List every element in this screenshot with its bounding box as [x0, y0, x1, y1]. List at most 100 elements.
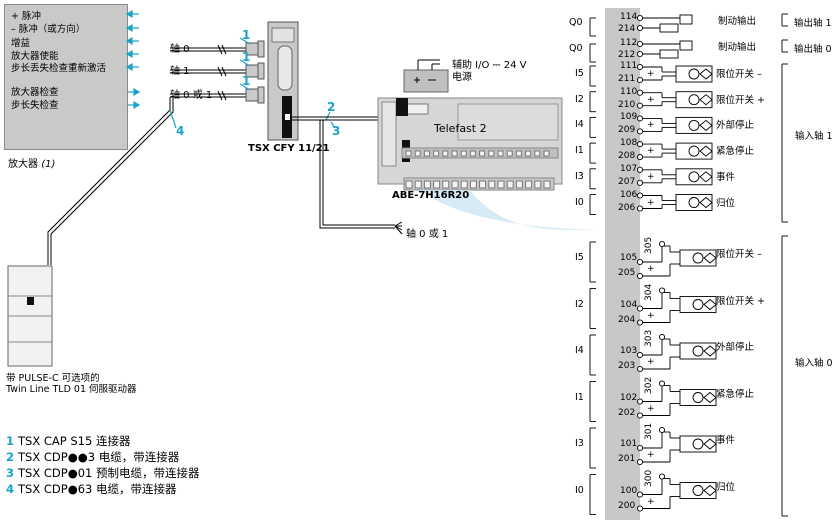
servo-drive: [7, 265, 53, 367]
terminal-107: 107: [620, 163, 638, 174]
amp-signal-pulse-plus: + 脉冲: [11, 11, 41, 22]
terminal-111: 111: [620, 61, 638, 71]
terminal-204: 204: [618, 314, 636, 325]
output-label-0: 制动输出: [718, 16, 757, 27]
input-a0-label-4: 事件: [716, 435, 736, 446]
terminal-208: 208: [618, 151, 636, 162]
output-group-0: 输出轴 1: [794, 18, 832, 29]
amp-signal-reactivate: 步长丢失检查重新激活: [11, 63, 107, 74]
terminal-104: 104: [620, 299, 638, 310]
terminal-105: 105: [620, 253, 638, 263]
amp-signal-pulse-minus: – 脉冲（或方向）: [11, 24, 86, 35]
input-a0-i-3: I1: [575, 391, 584, 403]
callout-3: 3: [332, 124, 341, 138]
input-a0-label-2: 外部停止: [716, 342, 755, 353]
plus-a1-1: +: [647, 94, 655, 105]
callout-1c: 1: [242, 74, 251, 88]
axis1-label: 轴 1: [170, 66, 190, 77]
terminal-214: 214: [618, 24, 636, 34]
connectors: [245, 40, 265, 104]
legend-text-3: TSX CDP●01 预制电缆，带连接器: [18, 466, 200, 480]
input-a0-i-5: I0: [575, 484, 584, 496]
telefast-label: ABE-7H16R20: [392, 190, 470, 201]
callout-4: 4: [176, 124, 185, 138]
terminal-108: 108: [620, 138, 638, 149]
cable-end-label: 轴 0 或 1: [406, 229, 449, 240]
terminal-209: 209: [618, 125, 636, 136]
input-a1-i-3: I1: [575, 145, 584, 157]
output-group-1: 输出轴 0: [794, 44, 832, 55]
pcmcia-card: [267, 21, 299, 141]
input-a0-i-2: I4: [575, 345, 584, 356]
input-a0-label-0: 限位开关 –: [716, 249, 762, 260]
power-supply: [403, 59, 449, 93]
terminal-114: 114: [620, 12, 638, 22]
callout-1b: 1: [242, 50, 251, 64]
terminal-201: 201: [618, 454, 636, 464]
input-a1-label-3: 紧急停止: [716, 146, 755, 158]
amplifier-box: + 脉冲 – 脉冲（或方向） 增益 放大器使能 步长丢失检查重新激活 放大器检查…: [4, 4, 128, 150]
terminal-200: 200: [618, 500, 636, 511]
callout-2: 2: [327, 100, 336, 114]
amplifier-caption-text: 放大器: [8, 159, 38, 170]
plus-a0-1: +: [647, 310, 655, 321]
terminal-strip: [605, 8, 640, 520]
callout-1a: 1: [242, 28, 251, 42]
terminal-110: 110: [620, 86, 638, 97]
input-a0-label-1: 限位开关 +: [716, 295, 765, 307]
card-label: TSX CFY 11/21: [248, 143, 330, 154]
terminal-301: 301: [644, 422, 654, 440]
amp-signal-step-check: 步长失检查: [11, 100, 59, 111]
amp-signal-gain: 增益: [11, 38, 31, 49]
legend-num-2: 2: [6, 450, 15, 464]
output-label-1: 制动输出: [718, 42, 757, 53]
servo-caption: 带 PULSE-C 可选项的 Twin Line TLD 01 伺服驱动器: [6, 373, 137, 395]
input-a1-label-4: 事件: [716, 171, 736, 183]
terminal-304: 304: [644, 283, 654, 301]
telefast-inner-label: Telefast 2: [434, 122, 487, 135]
input-a1-i-2: I4: [575, 119, 584, 131]
terminal-101: 101: [620, 439, 638, 449]
power-supply-label: 辅助 I/O ⎓ 24 V 电源: [452, 60, 526, 84]
plus-a0-2: +: [647, 357, 655, 367]
plus-a0-4: +: [647, 450, 655, 460]
terminal-203: 203: [618, 361, 636, 371]
amplifier-caption: 放大器 (1): [8, 155, 55, 170]
terminal-100: 100: [620, 485, 638, 496]
terminal-109: 109: [620, 112, 638, 123]
axis01-label: 轴 0 或 1: [170, 90, 213, 101]
terminal-305: 305: [644, 236, 654, 254]
plus-a0-5: +: [647, 496, 655, 507]
output-q-0: Q0: [569, 17, 583, 28]
power-label-line2: 电源: [452, 72, 472, 83]
plus-a1-2: +: [647, 120, 655, 131]
terminal-302: 302: [644, 376, 654, 394]
terminal-211: 211: [618, 74, 636, 84]
wiring-lines: [589, 13, 788, 517]
terminal-300: 300: [644, 469, 654, 487]
amplifier-arrows: [125, 9, 141, 110]
servo-caption-line1: 带 PULSE-C 可选项的: [6, 373, 100, 384]
callout-lines: [169, 37, 336, 129]
terminal-202: 202: [618, 407, 636, 418]
terminal-106: 106: [620, 189, 638, 200]
terminal-103: 103: [620, 346, 638, 356]
amp-signal-enable: 放大器使能: [11, 51, 59, 62]
input-a1-i-5: I0: [575, 196, 584, 208]
terminal-205: 205: [618, 268, 636, 278]
input-a1-i-4: I3: [575, 170, 584, 182]
legend-text-4: TSX CDP●63 电缆，带连接器: [18, 482, 177, 496]
terminal-112: 112: [620, 38, 638, 48]
power-label-line1: 辅助 I/O ⎓ 24 V: [452, 60, 527, 71]
servo-caption-line2: Twin Line TLD 01 伺服驱动器: [6, 384, 137, 395]
group-axis0: 输入轴 0: [795, 358, 833, 369]
zoom-beam: [420, 190, 605, 230]
plus-a1-5: +: [647, 197, 655, 208]
plus-a0-3: +: [647, 403, 655, 414]
terminal-207: 207: [618, 176, 636, 187]
